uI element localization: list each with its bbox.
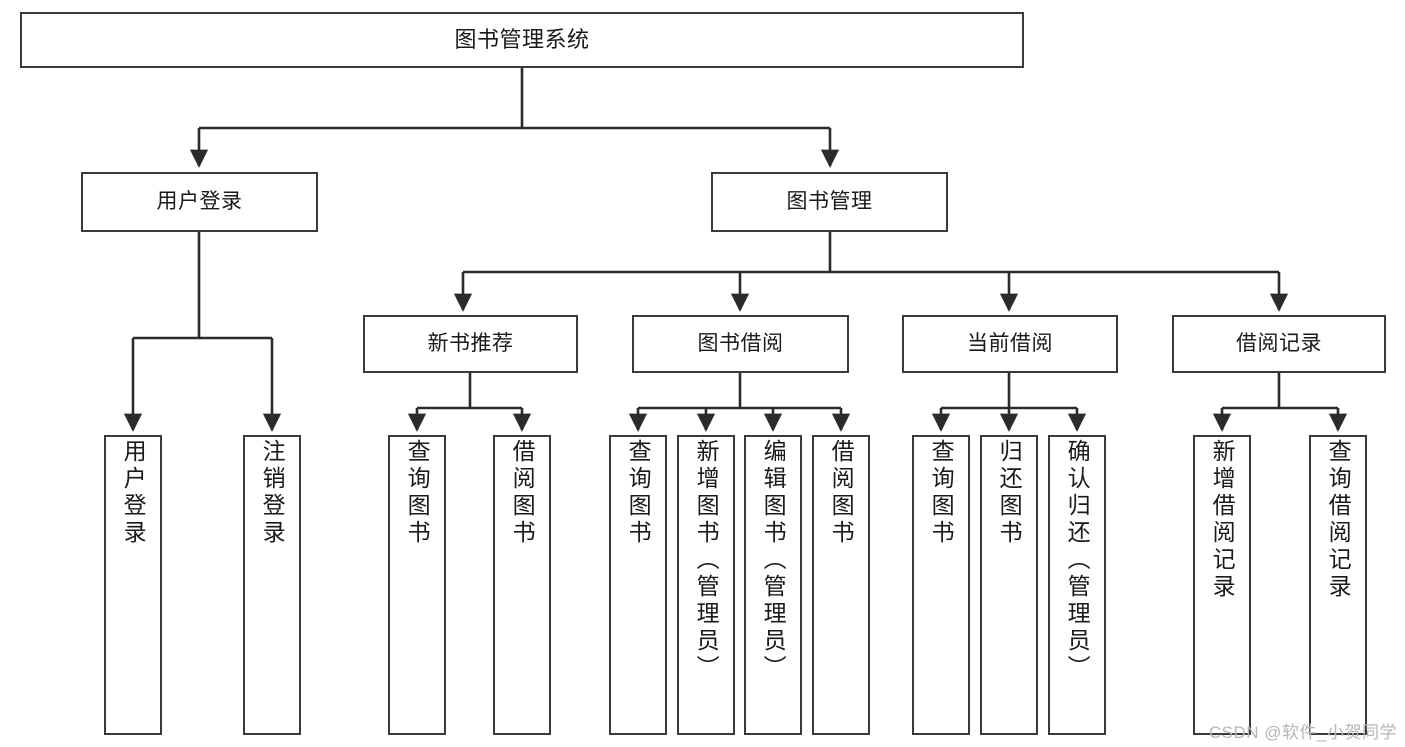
- node-leaf-borrow-book-2[interactable]: 借阅图书: [812, 435, 870, 735]
- node-leaf-query-book-2[interactable]: 查询图书: [609, 435, 667, 735]
- node-leaf-user-login-label: 用户登录: [120, 439, 147, 547]
- node-leaf-borrow-book-1-label: 借阅图书: [509, 439, 536, 547]
- node-leaf-confirm-return[interactable]: 确认归还（管理员）: [1048, 435, 1106, 735]
- node-borrow-record-label: 借阅记录: [1236, 331, 1322, 355]
- node-borrow-record[interactable]: 借阅记录: [1172, 315, 1386, 373]
- node-book-borrow[interactable]: 图书借阅: [632, 315, 849, 373]
- node-book-manage-label: 图书管理: [786, 189, 873, 213]
- node-leaf-edit-book[interactable]: 编辑图书（管理员）: [744, 435, 802, 735]
- node-root[interactable]: 图书管理系统: [20, 12, 1024, 68]
- watermark: CSDN @软件_小贺同学: [1208, 723, 1397, 742]
- node-new-book-recommend[interactable]: 新书推荐: [363, 315, 578, 373]
- node-leaf-user-logout-label: 注销登录: [259, 439, 286, 547]
- node-leaf-borrow-book-1[interactable]: 借阅图书: [493, 435, 551, 735]
- node-book-manage[interactable]: 图书管理: [711, 172, 948, 232]
- node-leaf-query-book-1-label: 查询图书: [404, 439, 431, 547]
- node-leaf-query-record[interactable]: 查询借阅记录: [1309, 435, 1367, 735]
- node-book-borrow-label: 图书借阅: [697, 331, 784, 355]
- node-current-borrow-label: 当前借阅: [967, 331, 1053, 355]
- node-leaf-user-login[interactable]: 用户登录: [104, 435, 162, 735]
- node-user-login[interactable]: 用户登录: [81, 172, 318, 232]
- node-leaf-query-book-3-label: 查询图书: [928, 439, 955, 547]
- node-leaf-borrow-book-2-label: 借阅图书: [828, 439, 855, 547]
- node-leaf-confirm-return-label: 确认归还（管理员）: [1064, 439, 1091, 682]
- node-user-login-label: 用户登录: [156, 189, 243, 213]
- node-leaf-return-book-label: 归还图书: [996, 439, 1023, 547]
- node-leaf-add-book-label: 新增图书（管理员）: [693, 439, 720, 682]
- node-leaf-add-book[interactable]: 新增图书（管理员）: [677, 435, 735, 735]
- node-current-borrow[interactable]: 当前借阅: [902, 315, 1118, 373]
- node-leaf-add-record-label: 新增借阅记录: [1209, 439, 1236, 601]
- node-leaf-return-book[interactable]: 归还图书: [980, 435, 1038, 735]
- node-leaf-query-book-1[interactable]: 查询图书: [388, 435, 446, 735]
- node-root-label: 图书管理系统: [454, 27, 590, 53]
- node-new-book-recommend-label: 新书推荐: [427, 331, 514, 355]
- node-leaf-user-logout[interactable]: 注销登录: [243, 435, 301, 735]
- node-leaf-query-book-3[interactable]: 查询图书: [912, 435, 970, 735]
- node-leaf-query-book-2-label: 查询图书: [625, 439, 652, 547]
- node-leaf-add-record[interactable]: 新增借阅记录: [1193, 435, 1251, 735]
- node-leaf-edit-book-label: 编辑图书（管理员）: [760, 439, 787, 682]
- node-leaf-query-record-label: 查询借阅记录: [1325, 439, 1352, 601]
